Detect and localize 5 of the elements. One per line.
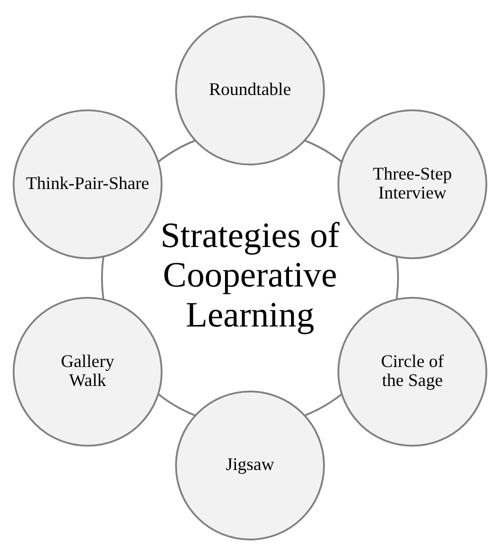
node-circle: Think-Pair-Share: [12, 108, 163, 259]
node-circle: Circle of the Sage: [337, 296, 488, 446]
node-circle: Gallery Walk: [12, 296, 163, 446]
node-circle: Jigsaw: [175, 390, 325, 540]
node-circle: Roundtable: [175, 15, 325, 165]
